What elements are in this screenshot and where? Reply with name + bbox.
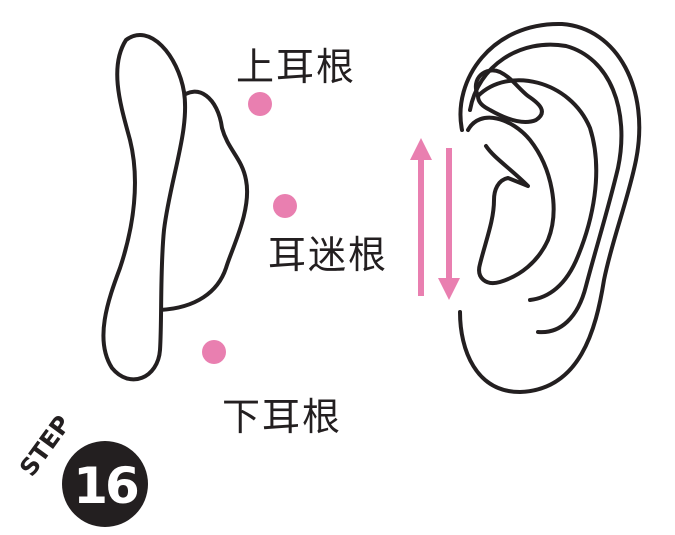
lower-ear-root-point — [202, 340, 226, 364]
ear-side-view-icon — [101, 33, 250, 382]
step-number-circle — [62, 441, 148, 527]
lower-ear-root-label: 下耳根 — [222, 395, 342, 439]
step-number-label: 16 — [73, 457, 138, 515]
middle-ear-root-label: 耳迷根 — [268, 233, 388, 277]
ear-front-view-icon — [458, 21, 642, 394]
upper-ear-root-label: 上耳根 — [236, 45, 356, 89]
up-down-arrows-icon — [410, 138, 460, 300]
step-badge: STEP 16 — [14, 410, 148, 527]
upper-ear-root-point — [248, 92, 272, 116]
middle-ear-root-point — [273, 194, 297, 218]
